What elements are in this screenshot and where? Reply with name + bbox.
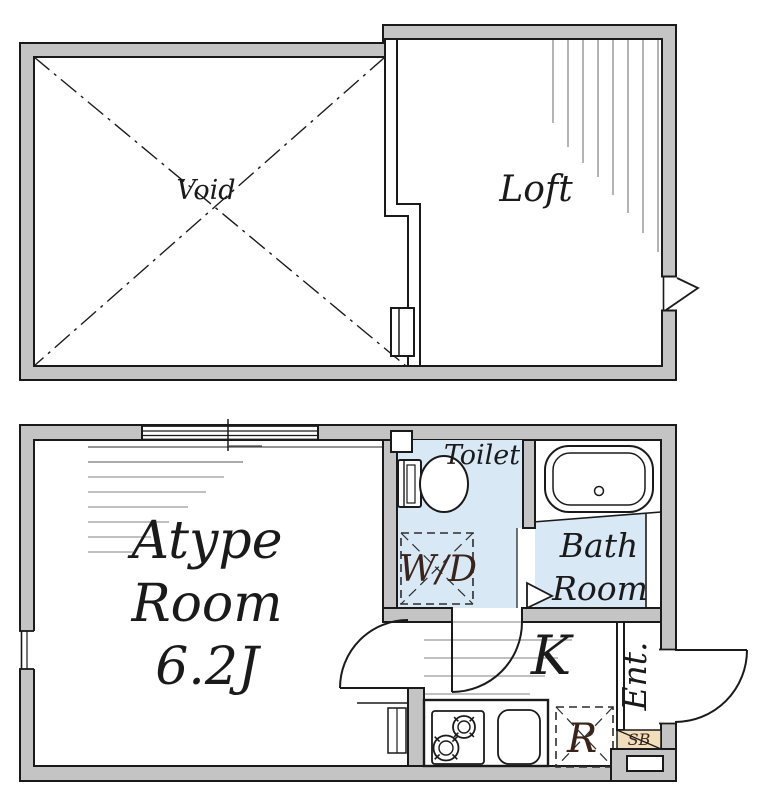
void-loft-divider-wall	[384, 38, 421, 367]
washer-dryer-label: W/D	[399, 549, 477, 590]
void-label: Void	[176, 175, 235, 206]
burner-icon	[452, 715, 476, 739]
bath-room-floor	[535, 512, 646, 608]
toilet-bath-wall	[522, 439, 536, 529]
kitchen-counter	[422, 698, 550, 768]
shoe-box-label: SB	[628, 730, 651, 749]
void-cross-lines	[33, 56, 407, 367]
toilet-kitchen-wall	[382, 607, 453, 623]
toilet-label: Toilet	[444, 440, 520, 471]
bathtub-icon	[544, 445, 654, 513]
understair-closet	[357, 702, 408, 754]
lower-floor-plan: Atype Room 6.2J Toilet W/D Bath Room K R…	[19, 419, 748, 782]
entrance-door-icon	[658, 648, 748, 725]
bath-label-line1: Bath	[559, 526, 638, 565]
drain-icon	[593, 485, 605, 497]
bath-label-line2: Room	[551, 569, 648, 608]
room-slope-hatch-lines	[88, 446, 425, 553]
room-kitchen-wall	[407, 687, 425, 767]
bath-floor-edge-line	[532, 511, 662, 523]
refrigerator-space	[555, 706, 614, 768]
room-door-icon	[339, 619, 409, 689]
loft-window	[661, 275, 700, 312]
entrance-step	[610, 748, 677, 782]
room-name-line1: Atype	[128, 511, 283, 571]
upper-outer-wall	[19, 24, 677, 381]
bath-kitchen-wall	[521, 607, 662, 623]
toilet-door-icon	[451, 621, 523, 693]
awning-window-icon	[665, 277, 700, 311]
stove-icon	[431, 710, 485, 765]
upper-floor-plan: Void Loft	[19, 24, 700, 381]
wall-pillar-box	[390, 430, 413, 453]
divider-wall-box	[390, 307, 415, 357]
entrance-label: Ent.	[615, 641, 654, 711]
room-toilet-wall	[382, 439, 398, 613]
washer-dryer-space	[400, 532, 474, 605]
loft-label: Loft	[498, 169, 573, 210]
refrigerator-label: R	[566, 716, 597, 762]
loft-slope-hatch-lines	[552, 40, 659, 252]
toilet-icon	[397, 455, 469, 513]
room-left-window	[19, 630, 35, 670]
burner-icon	[432, 734, 460, 762]
sink-icon	[497, 709, 541, 765]
room-size-label: 6.2J	[155, 637, 262, 697]
room-top-window	[141, 419, 319, 451]
room-name-line2: Room	[130, 574, 282, 634]
bath-door-icon	[526, 581, 555, 610]
kitchen-label: K	[530, 624, 574, 687]
